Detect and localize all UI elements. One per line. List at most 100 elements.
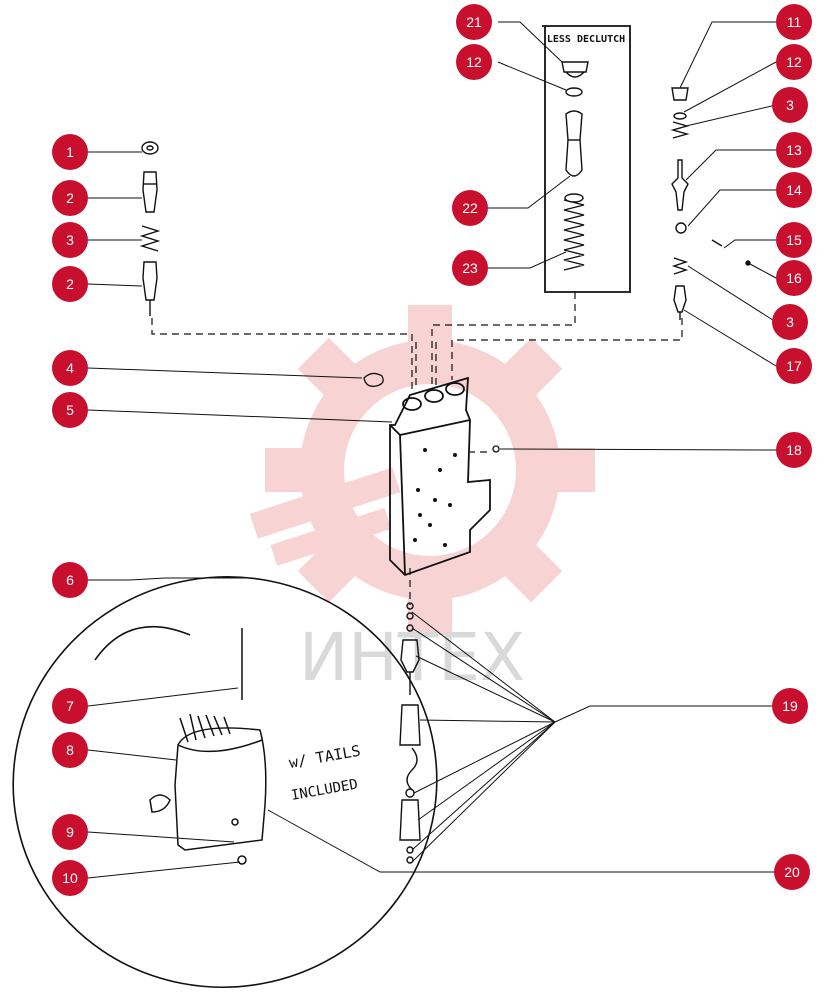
callout-number: 8 [66, 742, 74, 758]
callout-markers: 1232456789102112222311123131415163171819… [52, 4, 812, 896]
callout-number: 11 [787, 14, 802, 30]
callout-marker: 1 [52, 134, 88, 170]
callout-number: 3 [786, 314, 794, 330]
less-declutch-box: LESS DECLUTCH [542, 25, 631, 293]
assembly-dashed-lines [151, 292, 683, 605]
watermark-gear-logo [249, 305, 595, 635]
callout-circle [776, 172, 812, 208]
callout-number: 18 [786, 442, 802, 458]
callout-marker: 8 [52, 732, 88, 768]
solenoid-pack-assembly [149, 628, 267, 865]
callout-circle [52, 350, 88, 386]
callout-circle [776, 432, 812, 468]
callout-number: 19 [782, 698, 798, 714]
callout-marker: 3 [772, 87, 808, 123]
callout-marker: 3 [772, 304, 808, 340]
callout-circle [776, 260, 812, 296]
callout-circle [776, 348, 812, 384]
callout-marker: 6 [52, 562, 88, 598]
handwritten-note-line1: w/ TAILS [288, 742, 362, 772]
callout-circle [52, 814, 88, 850]
callout-marker: 23 [452, 250, 488, 286]
callout-marker: 2 [52, 180, 88, 216]
callout-number: 15 [786, 232, 802, 248]
callout-marker: 12 [456, 44, 492, 80]
callout-marker: 14 [776, 172, 812, 208]
callout-number: 2 [66, 190, 74, 206]
callout-number: 17 [786, 358, 802, 374]
callout-number: 2 [66, 276, 74, 292]
callout-marker: 9 [52, 814, 88, 850]
inset-oval [12, 575, 438, 989]
callout-number: 20 [784, 864, 800, 880]
callout-circle [772, 304, 808, 340]
callout-number: 23 [462, 260, 478, 276]
callout-marker: 4 [52, 350, 88, 386]
callout-circle [776, 222, 812, 258]
valve-body-block [389, 376, 491, 577]
callout-circle [456, 4, 492, 40]
handwritten-note-line2: INCLUDED [290, 776, 359, 803]
callout-circle [772, 688, 808, 724]
callout-number: 4 [66, 360, 74, 376]
solenoid-parts-stack [399, 602, 421, 864]
callout-number: 3 [786, 97, 794, 113]
plug-part [492, 445, 500, 453]
callout-number: 13 [786, 142, 802, 158]
callout-number: 1 [66, 144, 74, 160]
callout-number: 9 [66, 824, 74, 840]
callout-circle [52, 134, 88, 170]
callout-marker: 17 [776, 348, 812, 384]
callout-marker: 21 [456, 4, 492, 40]
callout-number: 16 [786, 270, 802, 286]
leader-lines [87, 21, 777, 879]
callout-number: 5 [66, 402, 74, 418]
callout-circle [452, 250, 488, 286]
callout-circle [52, 222, 88, 258]
callout-number: 12 [466, 54, 482, 70]
callout-circle [776, 4, 812, 40]
callout-circle [52, 180, 88, 216]
gasket-part [363, 372, 384, 387]
callout-circle [452, 190, 488, 226]
callout-number: 6 [66, 572, 74, 588]
callout-marker: 3 [52, 222, 88, 258]
callout-number: 7 [66, 698, 74, 714]
callout-number: 3 [66, 232, 74, 248]
callout-circle [772, 87, 808, 123]
callout-marker: 11 [776, 4, 812, 40]
callout-number: 12 [786, 54, 802, 70]
callout-marker: 16 [776, 260, 812, 296]
callout-circle [52, 562, 88, 598]
right-parts-stack [670, 87, 751, 320]
callout-number: 14 [786, 182, 802, 198]
callout-circle [52, 266, 88, 302]
callout-marker: 7 [52, 688, 88, 724]
callout-circle [774, 854, 810, 890]
callout-circle [52, 860, 88, 896]
callout-circle [52, 392, 88, 428]
callout-marker: 2 [52, 266, 88, 302]
callout-marker: 13 [776, 132, 812, 168]
callout-marker: 20 [774, 854, 810, 890]
left-parts-stack [139, 141, 161, 316]
callout-circle [776, 44, 812, 80]
callout-marker: 18 [776, 432, 812, 468]
callout-number: 22 [462, 200, 478, 216]
callout-marker: 15 [776, 222, 812, 258]
callout-marker: 5 [52, 392, 88, 428]
callout-marker: 10 [52, 860, 88, 896]
callout-circle [456, 44, 492, 80]
callout-marker: 22 [452, 190, 488, 226]
callout-circle [776, 132, 812, 168]
callout-number: 10 [62, 870, 78, 886]
callout-marker: 12 [776, 44, 812, 80]
callout-circle [52, 688, 88, 724]
callout-marker: 19 [772, 688, 808, 724]
less-declutch-label: LESS DECLUTCH [547, 34, 625, 45]
declutch-parts [561, 61, 589, 271]
callout-number: 21 [466, 14, 482, 30]
callout-circle [52, 732, 88, 768]
